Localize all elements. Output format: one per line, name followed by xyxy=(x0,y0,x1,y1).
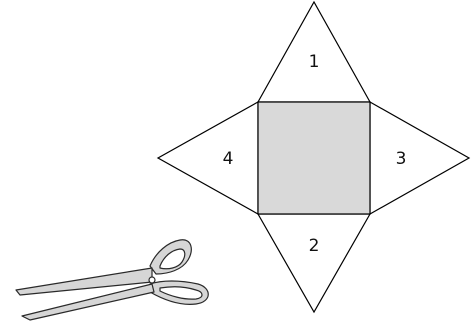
scissors-upper-handle xyxy=(150,240,191,274)
pyramid-net: 1 3 2 4 xyxy=(158,2,469,312)
face-label-left: 4 xyxy=(223,149,234,169)
face-label-bottom: 2 xyxy=(309,236,320,256)
scissors-pivot xyxy=(149,277,155,283)
triangle-face-right xyxy=(370,102,469,214)
scissors-icon xyxy=(16,240,208,320)
triangle-face-bottom xyxy=(258,214,370,312)
triangle-face-left xyxy=(158,102,258,214)
square-base xyxy=(258,102,370,214)
face-label-top: 1 xyxy=(309,52,320,72)
face-label-right: 3 xyxy=(396,149,407,169)
scissors-lower-handle xyxy=(150,281,208,304)
